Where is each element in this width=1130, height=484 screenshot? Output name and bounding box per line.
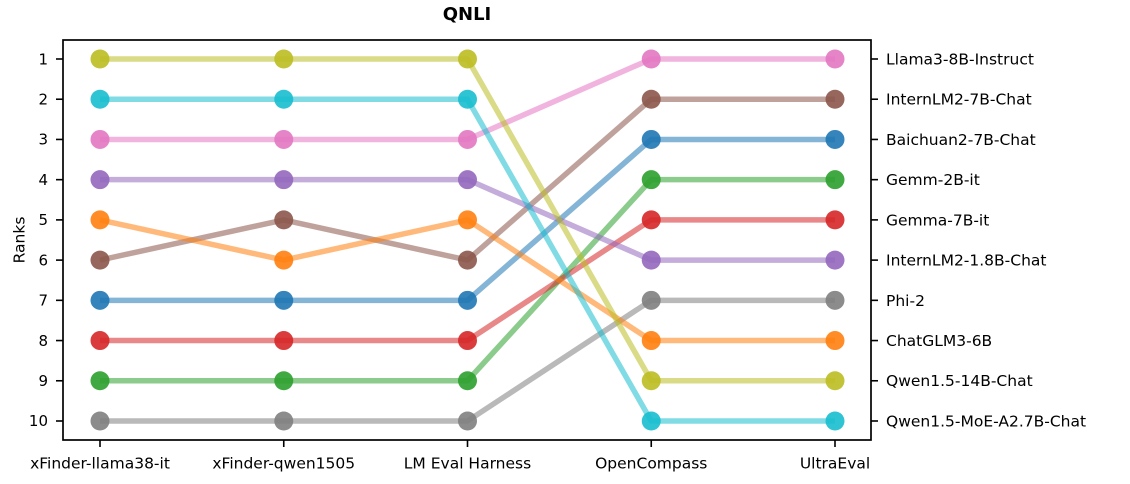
y-tick-label: 7 [38,292,48,310]
series-marker-internlm2-1-8b-chat [458,170,477,190]
x-tick-label: xFinder-qwen1505 [212,454,355,472]
series-marker-internlm2-1-8b-chat [825,250,845,270]
y-axis-title: Ranks [10,217,28,264]
y-tick-label: 1 [38,50,48,68]
series-marker-qwen1-5-moe-a2-7b-chat [274,89,294,109]
series-marker-qwen1-5-moe-a2-7b-chat [458,89,477,109]
series-marker-qwen1-5-moe-a2-7b-chat [90,89,110,109]
series-label-baichuan2-7b-chat: Baichuan2-7B-Chat [886,131,1036,149]
series-marker-internlm2-1-8b-chat [90,170,110,190]
series-marker-llama3-8b-instruct [825,49,845,69]
series-marker-chatglm3-6b [641,331,661,351]
y-tick-label: 3 [38,131,48,149]
series-label-qwen1-5-14b-chat: Qwen1.5-14B-Chat [886,372,1033,390]
series-marker-gemma-7b-it [825,210,845,230]
series-marker-gemm-2b-it [641,170,661,190]
y-tick-label: 8 [38,332,48,350]
series-marker-llama3-8b-instruct [458,129,477,149]
chart-title: QNLI [442,4,492,25]
series-marker-gemm-2b-it [458,371,477,391]
y-tick-label: 5 [38,211,48,229]
y-tick-label: 2 [38,90,48,108]
series-marker-qwen1-5-moe-a2-7b-chat [825,411,845,431]
series-marker-baichuan2-7b-chat [274,290,294,310]
series-marker-phi-2 [274,411,294,431]
series-marker-internlm2-7b-chat [825,89,845,109]
series-marker-qwen1-5-14b-chat [90,49,110,69]
series-marker-gemm-2b-it [825,170,845,190]
x-tick-label: OpenCompass [595,454,707,472]
series-label-qwen1-5-moe-a2-7b-chat: Qwen1.5-MoE-A2.7B-Chat [886,412,1086,430]
series-marker-chatglm3-6b [825,331,845,351]
series-label-gemm-2b-it: Gemm-2B-it [886,171,980,189]
series-marker-gemm-2b-it [274,371,294,391]
series-marker-qwen1-5-moe-a2-7b-chat [641,411,661,431]
series-marker-qwen1-5-14b-chat [825,371,845,391]
series-marker-phi-2 [825,290,845,310]
series-label-llama3-8b-instruct: Llama3-8B-Instruct [886,50,1034,68]
series-label-phi-2: Phi-2 [886,292,925,310]
series-marker-phi-2 [90,411,110,431]
series-marker-chatglm3-6b [90,210,110,230]
series-label-gemma-7b-it: Gemma-7B-it [886,211,989,229]
series-line-gemm-2b-it [100,176,835,384]
series-marker-internlm2-7b-chat [274,210,294,230]
series-marker-llama3-8b-instruct [90,129,110,149]
y-tick-label: 10 [29,412,48,430]
series-line-phi-2 [100,297,835,424]
series-marker-gemma-7b-it [90,331,110,351]
series-marker-gemma-7b-it [641,210,661,230]
x-tick-label: LM Eval Harness [404,454,531,472]
series-marker-qwen1-5-14b-chat [274,49,294,69]
series-marker-qwen1-5-14b-chat [458,49,477,69]
y-tick-label: 4 [38,171,48,189]
series-marker-baichuan2-7b-chat [90,290,110,310]
series-marker-gemm-2b-it [90,371,110,391]
y-tick-label: 9 [38,372,48,390]
series-label-chatglm3-6b: ChatGLM3-6B [886,332,992,350]
series-marker-baichuan2-7b-chat [458,290,477,310]
series-marker-chatglm3-6b [458,210,477,230]
series-marker-baichuan2-7b-chat [825,129,845,149]
series-label-internlm2-1-8b-chat: InternLM2-1.8B-Chat [886,252,1047,270]
series-marker-internlm2-7b-chat [641,89,661,109]
series-marker-qwen1-5-14b-chat [641,371,661,391]
series-marker-gemma-7b-it [458,331,477,351]
series-marker-gemma-7b-it [274,331,294,351]
series-marker-internlm2-7b-chat [90,250,110,270]
series-marker-llama3-8b-instruct [641,49,661,69]
series-marker-chatglm3-6b [274,250,294,270]
series-marker-internlm2-7b-chat [458,250,477,270]
y-tick-label: 6 [38,251,48,269]
series-marker-llama3-8b-instruct [274,129,294,149]
series-marker-phi-2 [641,290,661,310]
series-label-internlm2-7b-chat: InternLM2-7B-Chat [886,91,1032,109]
series-marker-baichuan2-7b-chat [641,129,661,149]
series-marker-internlm2-1-8b-chat [274,170,294,190]
series-marker-phi-2 [458,411,477,431]
x-tick-label: UltraEval [800,454,870,472]
x-tick-label: xFinder-llama38-it [30,454,170,472]
series-marker-internlm2-1-8b-chat [641,250,661,270]
